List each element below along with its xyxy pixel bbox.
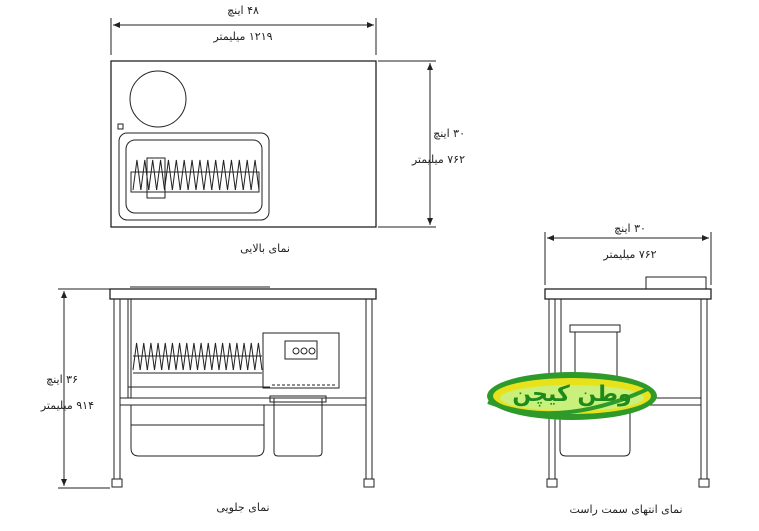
top-rack-tooth xyxy=(164,159,173,191)
top-rack-tooth xyxy=(203,159,213,191)
logo-text: وطن کیچن xyxy=(512,382,632,407)
side-booster xyxy=(645,276,707,290)
front-rack-tooth xyxy=(182,342,191,371)
front-waste-bin-rim xyxy=(269,395,327,403)
front-shelf xyxy=(119,397,367,406)
front-rack-tooth xyxy=(175,342,184,371)
front-leg-left xyxy=(113,298,121,480)
front-rack-tooth xyxy=(161,342,170,371)
front-knob-1 xyxy=(292,347,300,355)
front-rack-tooth xyxy=(189,342,198,371)
side-depth-mm-label: ۷۶۲ میلیمتر xyxy=(603,248,657,261)
front-rack-tooth xyxy=(139,342,148,371)
side-sink-tub xyxy=(559,405,631,457)
top-rack-tooth xyxy=(234,159,244,191)
front-rack-tooth xyxy=(240,342,249,371)
front-leg-right xyxy=(365,298,373,480)
front-rack-tooth xyxy=(218,342,227,371)
front-view-caption: نمای جلویی xyxy=(216,501,270,514)
top-rack-tooth xyxy=(140,159,150,191)
front-sink-tub xyxy=(130,405,265,457)
top-rack-tooth xyxy=(132,159,142,191)
front-rack-tooth xyxy=(211,342,220,371)
front-foot-right xyxy=(363,478,375,488)
front-rack-tooth xyxy=(146,342,155,371)
front-rack-tooth xyxy=(204,342,213,371)
top-booster-circle xyxy=(129,70,187,128)
side-table-top xyxy=(544,288,712,300)
side-machine-handle xyxy=(569,324,621,333)
front-rack-tooth xyxy=(225,342,234,371)
brand-logo xyxy=(487,372,657,420)
front-foot-left xyxy=(111,478,123,488)
side-foot-left xyxy=(546,478,558,488)
front-rack-tooth xyxy=(254,342,263,371)
top-rack-tooth xyxy=(242,159,252,191)
side-depth-inch-label: ۳۰ اینچ xyxy=(614,222,646,235)
top-rack-tooth xyxy=(211,159,221,191)
top-rack-tooth xyxy=(195,159,205,191)
front-machine-body xyxy=(262,332,340,389)
top-rack-tooth xyxy=(187,159,197,191)
top-rack-tooth xyxy=(250,159,260,191)
front-rack-teeth xyxy=(132,342,263,371)
top-rack-teeth xyxy=(132,159,260,191)
front-height-inch-label: ۳۶ اینچ xyxy=(46,373,78,386)
logo-swoosh-tail xyxy=(487,386,651,416)
side-leg-right xyxy=(700,298,708,480)
front-view xyxy=(58,286,377,489)
top-view xyxy=(110,18,436,228)
top-rack-tooth xyxy=(148,159,158,191)
front-height-mm-label: ۹۱۴ میلیمتر xyxy=(40,399,94,412)
front-rack-tooth xyxy=(247,342,256,371)
front-rack-tooth xyxy=(232,342,241,371)
front-table-top xyxy=(109,288,377,300)
front-control-panel xyxy=(284,340,318,360)
front-rack-tooth xyxy=(168,342,177,371)
top-rack-tooth xyxy=(227,159,236,191)
top-sink-outer xyxy=(118,132,270,221)
side-view xyxy=(544,232,712,488)
top-width-inch-label: ۴۸ اینچ xyxy=(227,4,259,17)
side-view-caption: نمای انتهای سمت راست xyxy=(569,503,683,516)
front-rack-tooth xyxy=(197,342,206,371)
top-rack-frame xyxy=(130,171,260,193)
top-depth-mm-label: ۷۶۲ میلیمتر xyxy=(411,153,465,166)
side-foot-right xyxy=(698,478,710,488)
top-depth-inch-label: ۳۰ اینچ xyxy=(433,127,465,140)
front-rack-tooth xyxy=(154,342,163,371)
top-table-outline xyxy=(110,60,377,228)
front-waste-bin xyxy=(273,398,323,457)
top-rack-tooth xyxy=(156,159,165,191)
top-view-caption: نمای بالایی xyxy=(240,242,290,255)
front-knob-2 xyxy=(300,347,308,355)
front-knob-3 xyxy=(308,347,316,355)
top-width-mm-label: ۱۲۱۹ میلیمتر xyxy=(213,30,273,43)
top-small-square xyxy=(117,123,124,130)
top-rack-tooth xyxy=(171,159,181,191)
front-rack-tooth xyxy=(132,342,141,371)
top-sink-inner xyxy=(125,139,263,214)
top-rack-tooth xyxy=(219,159,228,191)
top-rack-tooth xyxy=(179,159,189,191)
